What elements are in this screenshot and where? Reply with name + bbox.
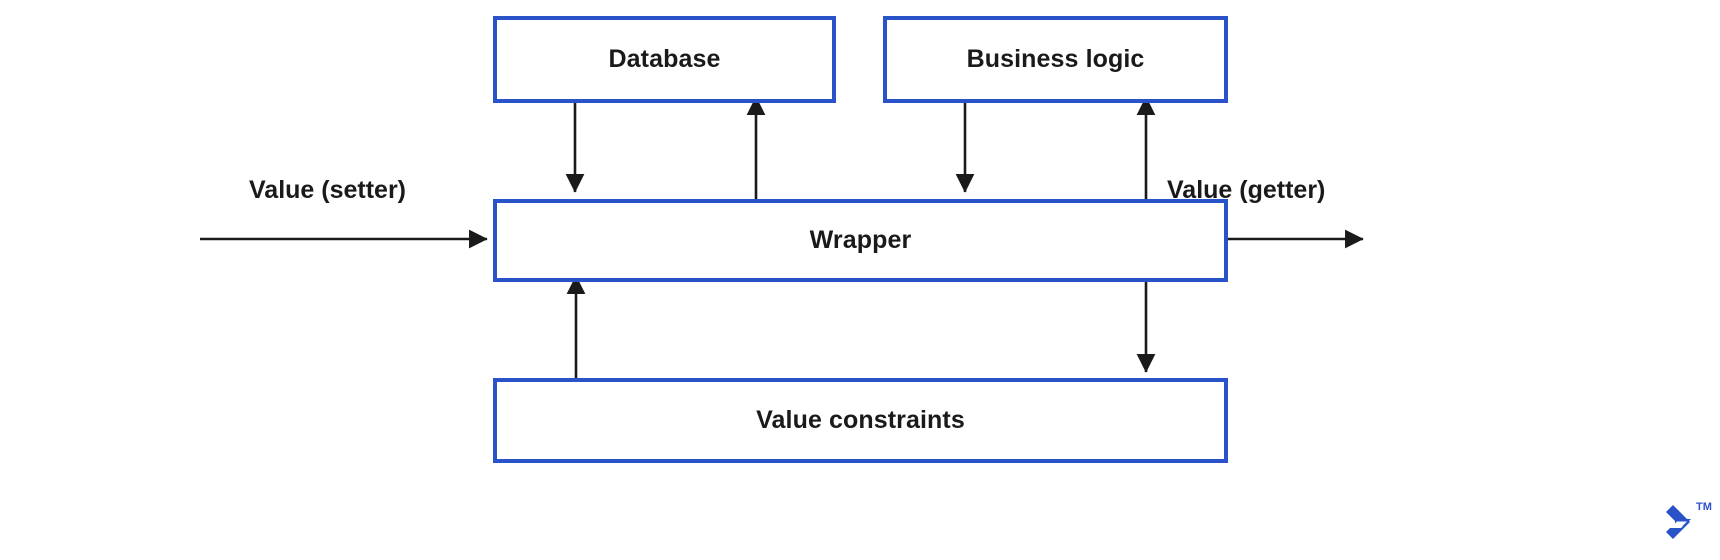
node-database[interactable]: Database bbox=[493, 16, 836, 103]
node-value-constraints-label: Value constraints bbox=[756, 406, 965, 434]
node-wrapper-label: Wrapper bbox=[809, 226, 912, 254]
node-database-label: Database bbox=[608, 45, 721, 73]
edge-label-value-getter: Value (getter) bbox=[1167, 176, 1326, 204]
toptal-logo: TM bbox=[1666, 501, 1712, 539]
toptal-logo-mark bbox=[1666, 505, 1691, 539]
edge-label-value-setter: Value (setter) bbox=[249, 176, 407, 204]
node-business-logic[interactable]: Business logic bbox=[883, 16, 1228, 103]
toptal-trademark-symbol: TM bbox=[1696, 501, 1712, 513]
node-value-constraints[interactable]: Value constraints bbox=[493, 378, 1228, 463]
node-business-logic-label: Business logic bbox=[966, 45, 1145, 73]
node-wrapper[interactable]: Wrapper bbox=[493, 199, 1228, 282]
